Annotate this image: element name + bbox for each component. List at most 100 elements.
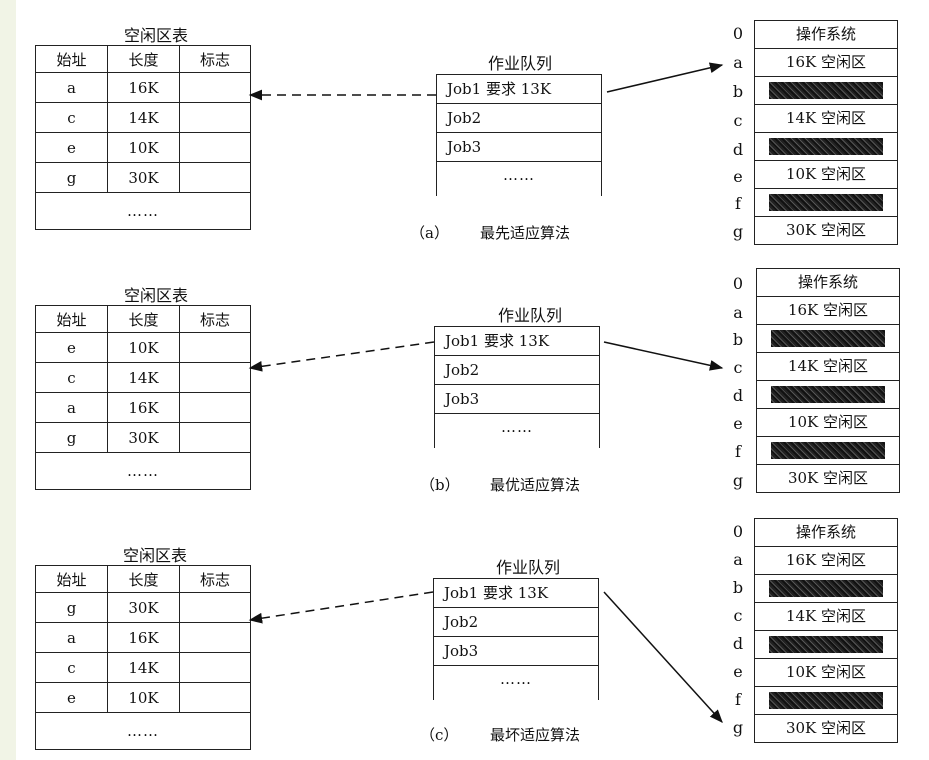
used-fill: [769, 194, 883, 211]
caption-label: （a）: [410, 224, 449, 242]
memory-block-used: [755, 133, 897, 161]
memory-address: a: [733, 550, 743, 569]
queue-ellipsis: ……: [433, 666, 599, 700]
memory-block-free: 16K 空闲区: [755, 547, 897, 575]
flag-cell: [179, 132, 251, 163]
memory-address: c: [733, 111, 743, 130]
table-more-row: ……: [35, 712, 251, 750]
length-cell: 30K: [107, 162, 180, 193]
start-cell: c: [35, 102, 108, 133]
used-fill: [769, 580, 883, 597]
length-cell: 30K: [107, 592, 180, 623]
flag-cell: [179, 332, 251, 363]
col-start-header: 始址: [35, 305, 108, 333]
length-cell: 14K: [107, 362, 180, 393]
length-cell: 16K: [107, 622, 180, 653]
memory-block-used: [755, 687, 897, 715]
flag-cell: [179, 162, 251, 193]
used-fill: [771, 442, 885, 459]
used-fill: [769, 636, 883, 653]
table-header-row: 始址 长度 标志: [35, 45, 251, 73]
memory-block-free: 16K 空闲区: [755, 49, 897, 77]
free-table-title: 空闲区表: [123, 26, 188, 45]
start-cell: c: [35, 362, 108, 393]
memory-block-used: [755, 77, 897, 105]
memory-block-used: [757, 381, 899, 409]
memory-map: 操作系统 16K 空闲区 14K 空闲区 10K 空闲区 30K 空闲区: [754, 20, 898, 245]
length-cell: 16K: [107, 72, 180, 103]
col-length-header: 长度: [107, 45, 180, 73]
flag-cell: [179, 682, 251, 713]
memory-address: c: [733, 358, 743, 377]
flag-cell: [179, 592, 251, 623]
memory-block-free: 14K 空闲区: [757, 353, 899, 381]
caption-label: （b）: [420, 476, 460, 494]
memory-address: f: [735, 690, 741, 709]
col-flag-header: 标志: [179, 565, 251, 593]
memory-block-os: 操作系统: [755, 519, 897, 547]
memory-block-free: 14K 空闲区: [755, 603, 897, 631]
ellipsis-cell: ……: [35, 192, 251, 230]
col-flag-header: 标志: [179, 305, 251, 333]
start-cell: e: [35, 132, 108, 163]
length-cell: 30K: [107, 422, 180, 453]
free-table-title: 空闲区表: [123, 286, 188, 305]
memory-block-used: [755, 189, 897, 217]
length-cell: 16K: [107, 392, 180, 423]
start-cell: a: [35, 622, 108, 653]
col-length-header: 长度: [107, 565, 180, 593]
memory-block-free: 10K 空闲区: [755, 161, 897, 189]
table-header-row: 始址 长度 标志: [35, 565, 251, 593]
caption-text: 最先适应算法: [480, 224, 571, 242]
memory-block-used: [757, 325, 899, 353]
start-cell: g: [35, 422, 108, 453]
memory-address: f: [735, 194, 741, 213]
flag-cell: [179, 652, 251, 683]
job-queue: Job1 要求 13K Job2 Job3 ……: [436, 74, 602, 196]
memory-block-free: 30K 空闲区: [787, 469, 869, 487]
queue-item-job3: Job3: [433, 637, 599, 666]
memory-block-free: 30K 空闲区: [785, 719, 867, 737]
flag-cell: [179, 102, 251, 133]
table-header-row: 始址 长度 标志: [35, 305, 251, 333]
queue-title: 作业队列: [497, 306, 562, 325]
caption: （b）最优适应算法: [420, 474, 580, 495]
length-cell: 10K: [107, 132, 180, 163]
queue-ellipsis: ……: [436, 162, 602, 196]
memory-block-free: 10K 空闲区: [757, 409, 899, 437]
start-cell: g: [35, 162, 108, 193]
flag-cell: [179, 392, 251, 423]
job-queue: Job1 要求 13K Job2 Job3 ……: [433, 578, 599, 700]
memory-address: d: [732, 140, 744, 159]
memory-address: 0: [732, 522, 744, 541]
caption: （a） 最先适应算法: [410, 222, 570, 243]
memory-block-free: 14K 空闲区: [755, 105, 897, 133]
start-cell: g: [35, 592, 108, 623]
memory-address: g: [732, 471, 744, 490]
memory-map: 操作系统 16K 空闲区 14K 空闲区 10K 空闲区 30K 空闲区: [754, 518, 898, 743]
memory-address: f: [735, 442, 741, 461]
memory-address: c: [733, 606, 743, 625]
memory-address: d: [732, 386, 744, 405]
memory-block-free: 16K 空闲区: [757, 297, 899, 325]
ellipsis-cell: ……: [35, 452, 251, 490]
col-flag-header: 标志: [179, 45, 251, 73]
length-cell: 10K: [107, 332, 180, 363]
memory-address: 0: [732, 274, 744, 293]
memory-address: b: [732, 330, 744, 349]
memory-block-used: [755, 575, 897, 603]
start-cell: c: [35, 652, 108, 683]
memory-block-free: 30K 空闲区: [785, 221, 867, 239]
flag-cell: [179, 362, 251, 393]
